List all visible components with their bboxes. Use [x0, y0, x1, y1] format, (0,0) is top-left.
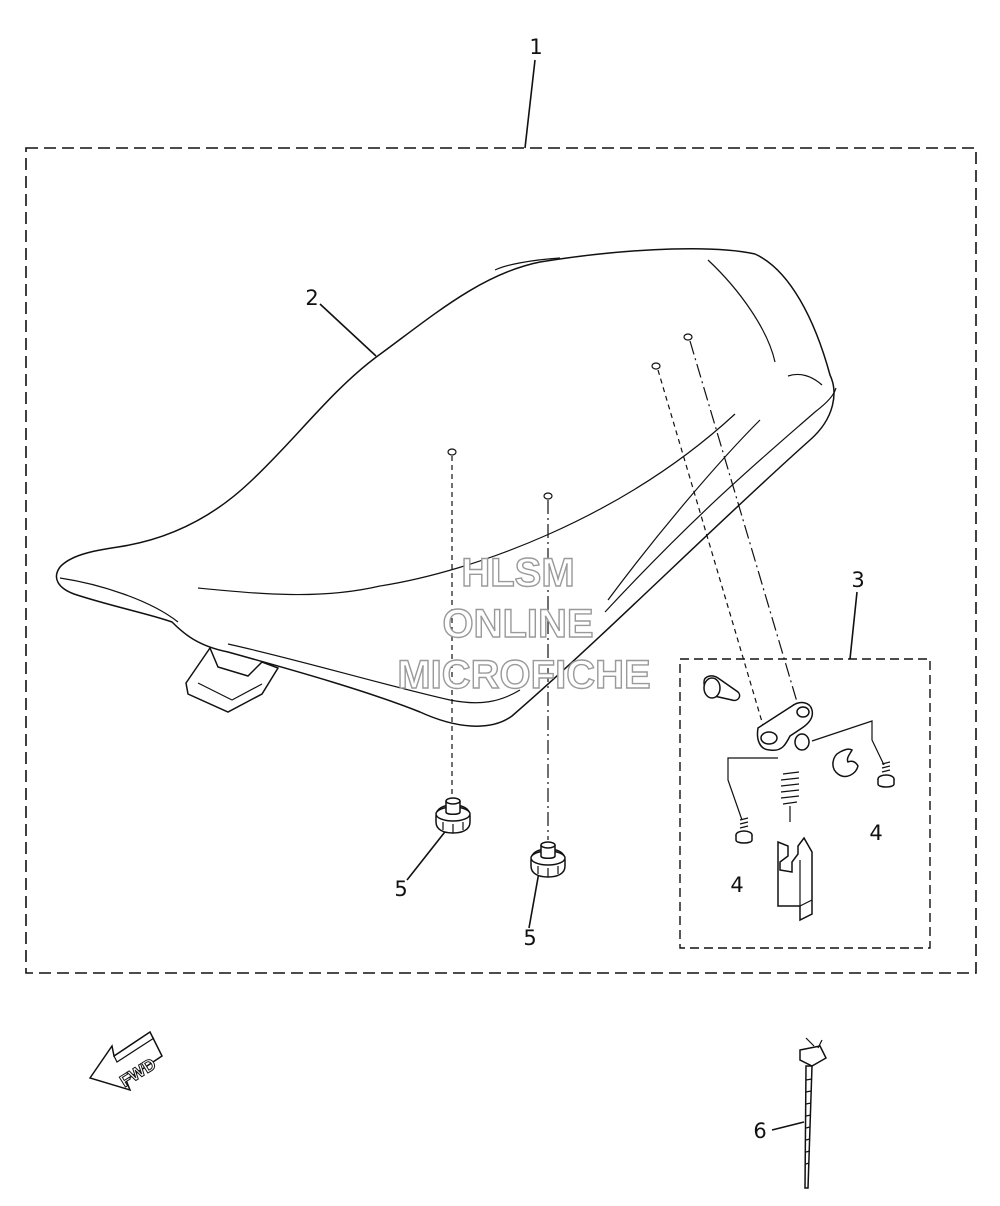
screw-left [735, 817, 753, 844]
assembly-frame [25, 147, 977, 974]
callout-6: 6 [753, 1119, 766, 1143]
damper-right [530, 841, 566, 878]
callout-4-left: 4 [730, 873, 743, 897]
watermark-line-1: HLSM [461, 551, 574, 595]
callout-5-right: 5 [523, 926, 536, 950]
forward-direction-arrow: FWD [88, 1030, 163, 1091]
callout-numbers: 1 2 3 4 4 5 5 6 [305, 35, 882, 1143]
watermark-line-2: ONLINE [442, 602, 593, 646]
screw-right [877, 761, 895, 788]
callout-4-right: 4 [869, 821, 882, 845]
callout-5-left: 5 [394, 877, 407, 901]
alignment-lines [447, 333, 801, 840]
cable-tie [799, 1037, 827, 1189]
seat-lock-assembly [703, 675, 895, 922]
lock-subassembly-frame [679, 658, 931, 949]
watermark-line-3: MICROFICHE [397, 653, 650, 697]
seat [55, 248, 837, 727]
callout-2: 2 [305, 286, 318, 310]
watermark: HLSM ONLINE MICROFICHE [397, 550, 652, 697]
damper-left [435, 797, 471, 834]
callout-1: 1 [529, 35, 542, 59]
leader-lines [319, 59, 885, 1131]
callout-3: 3 [851, 568, 864, 592]
